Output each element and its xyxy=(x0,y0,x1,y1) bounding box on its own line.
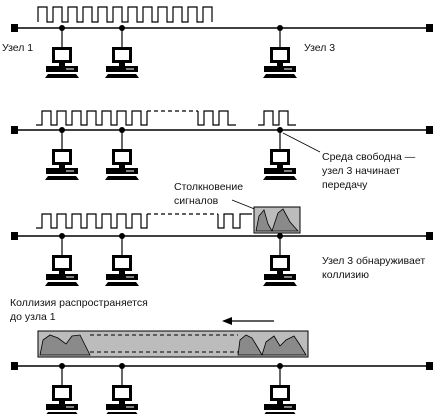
computer-icon xyxy=(263,25,297,78)
arrow-left-icon xyxy=(222,317,274,325)
signal-waveform xyxy=(36,213,148,229)
node3-detects-label-line2: коллизию xyxy=(322,269,369,281)
node1-label: Узел 1 xyxy=(2,42,33,54)
callout-leader xyxy=(282,132,321,153)
panel-1: Узел 1 Узел 3 xyxy=(2,6,433,54)
computer-icon xyxy=(45,127,79,180)
panel-2: Среда свободна — узел 3 начинает передач… xyxy=(11,110,433,191)
medium-free-label-line3: передачу xyxy=(322,179,368,191)
computer-icon xyxy=(45,25,79,78)
signal-waveform-tail xyxy=(217,213,252,229)
collision-label-line2: сигналов xyxy=(174,195,219,207)
bus-terminator-right xyxy=(426,362,433,370)
node3-label: Узел 3 xyxy=(304,42,335,54)
signal-waveform-node1 xyxy=(36,110,148,126)
panel-4: Коллизия распространяется до узла 1 xyxy=(10,297,433,370)
signal-waveform-node3 xyxy=(258,110,296,126)
computers-layer xyxy=(45,25,297,414)
bus-terminator-left xyxy=(11,232,18,240)
bus-terminator-left xyxy=(11,362,18,370)
bus-terminator-right xyxy=(426,126,433,134)
bus-terminator-right xyxy=(426,24,433,32)
computer-icon xyxy=(263,233,297,286)
computer-icon xyxy=(46,363,78,414)
computer-icon xyxy=(105,233,139,286)
medium-free-label-line1: Среда свободна — xyxy=(322,151,416,163)
bus-terminator-left xyxy=(11,24,18,32)
bus-terminator-left xyxy=(11,126,18,134)
computer-icon xyxy=(105,25,139,78)
computer-icon xyxy=(106,363,138,414)
panel-3: Столкновение сигналов Узел 3 обнаруживае… xyxy=(11,181,433,281)
propagates-label-line1: Коллизия распространяется xyxy=(10,297,148,309)
propagates-label-line2: до узла 1 xyxy=(10,311,56,323)
collision-propagation-box xyxy=(37,330,309,358)
computer-icon xyxy=(45,233,79,286)
signal-waveform xyxy=(37,6,213,23)
computer-icon xyxy=(264,363,296,414)
collision-label-line1: Столкновение xyxy=(174,181,243,193)
medium-free-label-line2: узел 3 начинает xyxy=(322,165,400,177)
collision-box xyxy=(253,206,301,234)
computer-icon xyxy=(263,127,297,180)
signal-waveform-tail xyxy=(197,110,236,126)
computer-icon xyxy=(105,127,139,180)
node3-detects-label-line1: Узел 3 обнаруживает xyxy=(322,255,425,267)
bus-terminator-right xyxy=(426,232,433,240)
